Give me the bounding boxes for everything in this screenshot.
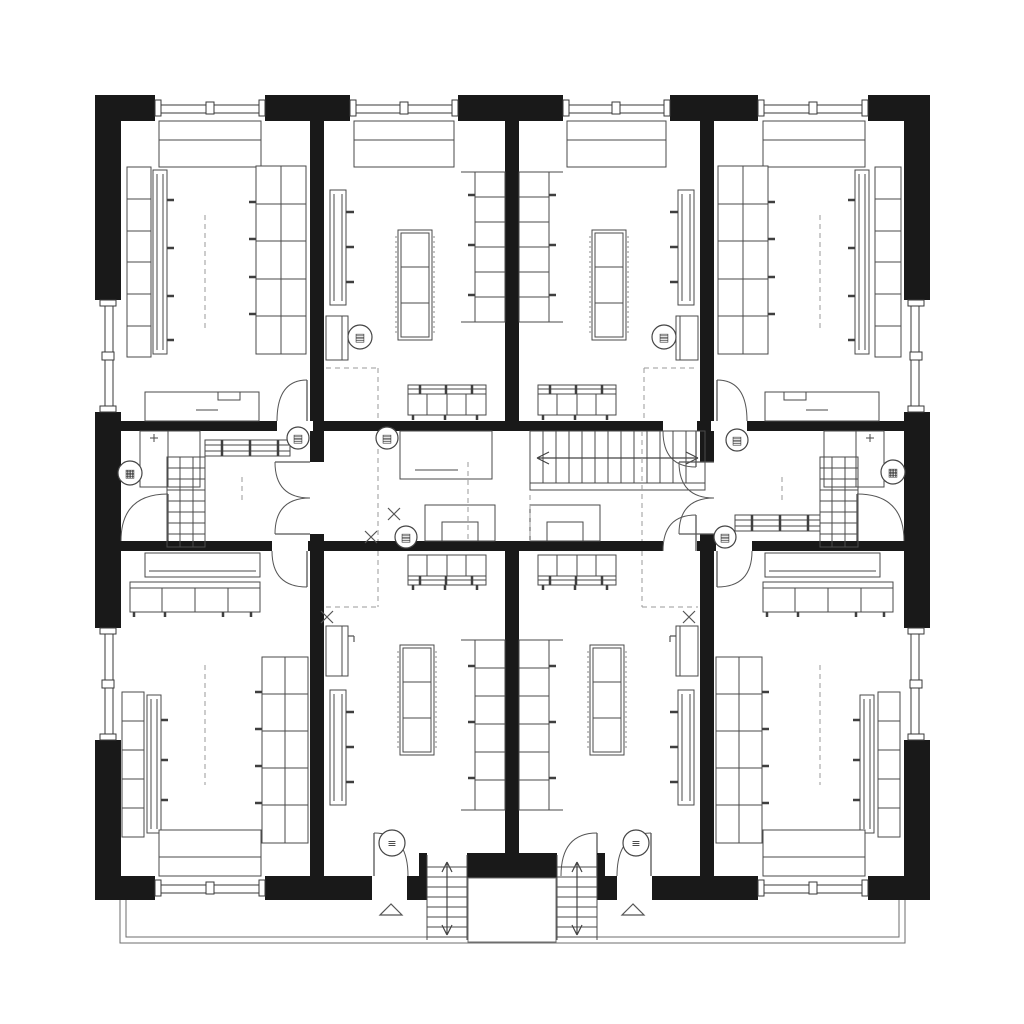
window-sill-unit (158, 829, 262, 877)
wardrobe (325, 315, 349, 361)
room-top-mid-right (518, 120, 699, 421)
room-top-mid-left (325, 120, 506, 421)
display-rack (329, 689, 347, 806)
display-rack (854, 169, 870, 355)
stair-hall-right (678, 430, 905, 548)
staircase (166, 456, 206, 548)
tag-room-t3-wardrobe: ▤ (659, 331, 669, 344)
display-rack (152, 169, 168, 355)
wall-shelf (474, 639, 506, 811)
threshold-triangle-right (620, 903, 646, 916)
window-sill-unit (762, 829, 866, 877)
bench-right (529, 504, 601, 542)
wardrobe (325, 625, 349, 677)
windows (99, 99, 925, 897)
stair-direction-arrow (536, 451, 699, 465)
stair-hall-left (120, 430, 311, 548)
partition-walls (121, 121, 904, 876)
tag-corridor-right: ▤ (732, 434, 742, 447)
low-cabinet (144, 552, 261, 578)
tag-entrance-right: ≡ (631, 837, 640, 850)
room-tags: ▤ ▤ ▦ ▤ ▤ ▤ ▦ ▤ ▤ ≡ ≡ (117, 324, 906, 857)
tag-hall-right-bottom: ▤ (720, 531, 730, 544)
room-bottom-right (715, 550, 901, 877)
tag-hall-left-side: ▦ (125, 467, 135, 480)
island-unit (591, 229, 627, 341)
window-sill-unit (566, 120, 667, 168)
display-rack (677, 189, 695, 306)
tag-hall-left-top: ▤ (293, 432, 303, 445)
corridor (364, 430, 706, 552)
island-unit (397, 229, 433, 341)
window-sill-unit (158, 120, 262, 168)
tag-corridor-bench: ▤ (401, 531, 411, 544)
room-bottom-mid-left (320, 551, 506, 877)
staircase (819, 456, 859, 548)
tag-entrance-left: ≡ (387, 837, 396, 850)
display-rack (329, 189, 347, 306)
counter-rack (204, 439, 291, 457)
window-sill-unit (762, 120, 866, 168)
room-top-right (716, 120, 902, 422)
display-rack (146, 694, 162, 834)
island-unit (589, 644, 625, 756)
entrance-landing (467, 877, 557, 943)
shelf-column (121, 691, 145, 838)
entrance-stair-left (426, 855, 468, 940)
entrance-stair-right (556, 855, 598, 940)
x-marks (364, 507, 401, 544)
window-sill-unit (353, 120, 455, 168)
wardrobe (675, 625, 699, 677)
wall-shelf (518, 639, 550, 811)
low-cabinet (764, 552, 881, 578)
entrance (378, 853, 646, 943)
room-bottom-mid-right (518, 551, 699, 877)
room-top-left (126, 120, 308, 422)
threshold-triangle-left (378, 903, 404, 916)
outer-walls (95, 95, 930, 900)
shelf-column (877, 691, 901, 838)
island-unit (399, 644, 435, 756)
bench-left (424, 504, 496, 542)
tag-hall-right-side: ▦ (888, 466, 898, 479)
desk (764, 391, 880, 422)
reception-desk (399, 430, 493, 480)
tag-room-t2-wardrobe: ▤ (355, 331, 365, 344)
display-rack (677, 689, 695, 806)
hall-cabinet (823, 430, 885, 488)
room-bottom-left (121, 550, 309, 877)
desk (144, 391, 260, 422)
landing-wall (467, 853, 557, 878)
display-rack (859, 694, 875, 834)
tag-corridor-left: ▤ (382, 432, 392, 445)
hall-cabinet (139, 430, 201, 488)
wardrobe (675, 315, 699, 361)
